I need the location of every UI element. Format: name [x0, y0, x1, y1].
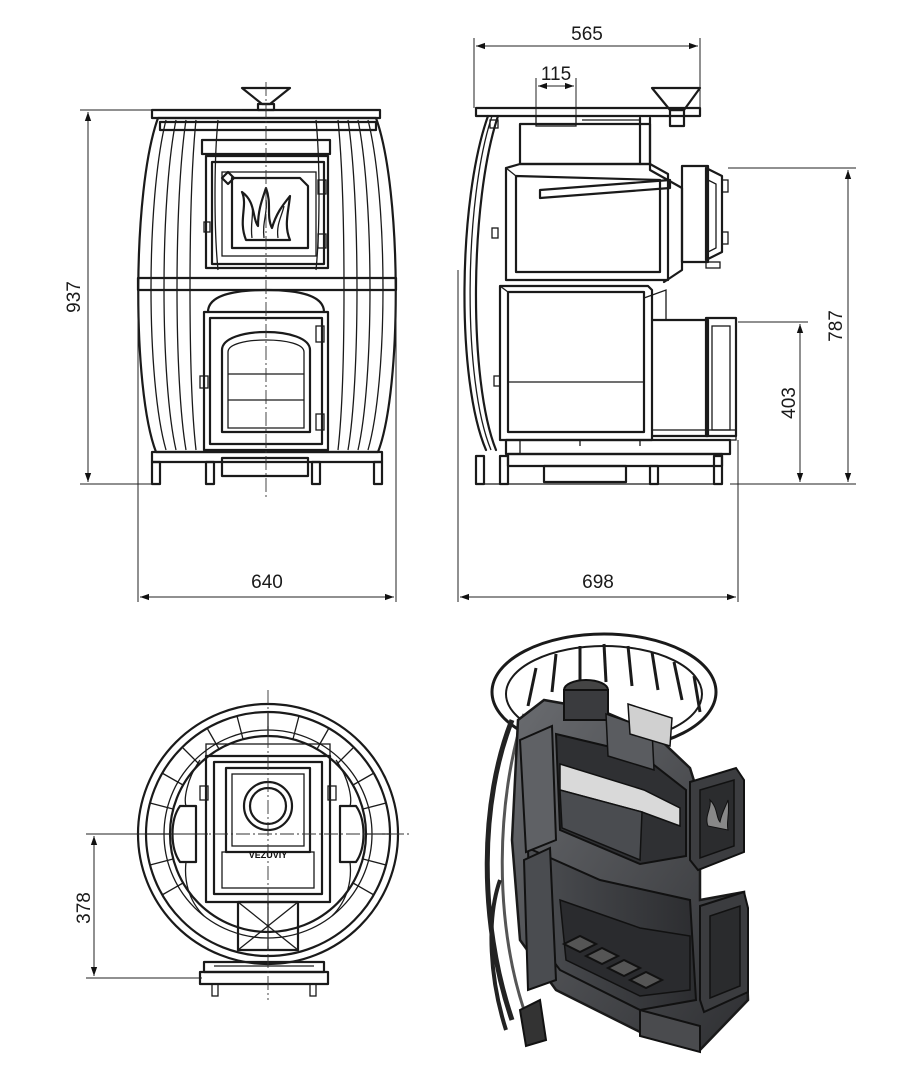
- dim-side-top-width: 565: [571, 24, 603, 45]
- dim-front-width: 640: [251, 572, 283, 593]
- dim-side-upper-height: 787: [826, 310, 847, 342]
- side-view: 565 115 787 403 698: [457, 24, 856, 602]
- dim-side-depth: 698: [582, 572, 614, 593]
- dim-plan-offset: 378: [74, 892, 95, 924]
- dim-side-chimney-width: 115: [541, 64, 571, 85]
- front-view: 937 640: [64, 82, 398, 602]
- dim-side-lower-height: 403: [779, 387, 800, 419]
- dim-front-height: 937: [64, 281, 85, 313]
- cutaway-3d-view: [484, 632, 750, 1054]
- plan-view: VEZUVIY 378: [74, 690, 410, 1000]
